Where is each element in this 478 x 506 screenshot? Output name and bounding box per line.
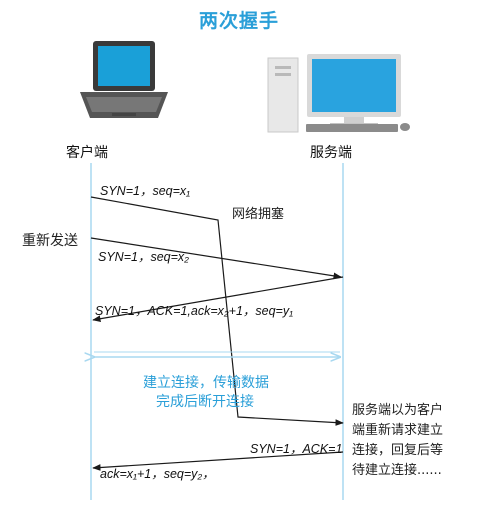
congestion-label: 网络拥塞 bbox=[232, 207, 285, 222]
message-syn-ack-y1: SYN=1，ACK=1,ack=x₂+1，seq=y₁ bbox=[95, 304, 294, 318]
message-syn-ack-y2: SYN=1，ACK=1 bbox=[250, 442, 343, 456]
client-label: 客户端 bbox=[66, 145, 108, 161]
server-note: 服务端以为客户 端重新请求建立 连接，回复后等 待建立连接...... bbox=[352, 401, 443, 481]
server-note-line-2: 端重新请求建立 bbox=[352, 423, 444, 438]
message-ack-x1: ack=x₁+1，seq=y₂， bbox=[100, 467, 215, 481]
server-note-line-3: 连接，回复后等 bbox=[352, 443, 444, 458]
server-note-line-4: 待建立连接...... bbox=[352, 463, 442, 478]
retransmit-label: 重新发送 bbox=[22, 233, 78, 249]
second-syn-ack-arrow bbox=[92, 451, 344, 471]
message-syn-x1: SYN=1，seq=x₁ bbox=[100, 184, 191, 198]
laptop-icon bbox=[80, 41, 168, 118]
server-label: 服务端 bbox=[310, 145, 352, 161]
syn-ack-arrow bbox=[92, 276, 344, 323]
diagram-title: 两次握手 bbox=[198, 10, 279, 32]
server-note-line-1: 服务端以为客户 bbox=[352, 403, 444, 418]
delayed-syn-arrow bbox=[90, 196, 344, 426]
desktop-computer-icon bbox=[267, 54, 410, 133]
connection-text-line-2: 完成后断开连接 bbox=[156, 394, 254, 410]
message-syn-x2: SYN=1，seq=x₂ bbox=[98, 250, 189, 264]
retransmit-syn-arrow bbox=[90, 237, 342, 280]
connection-text-line-1: 建立连接，传输数据 bbox=[143, 375, 269, 391]
